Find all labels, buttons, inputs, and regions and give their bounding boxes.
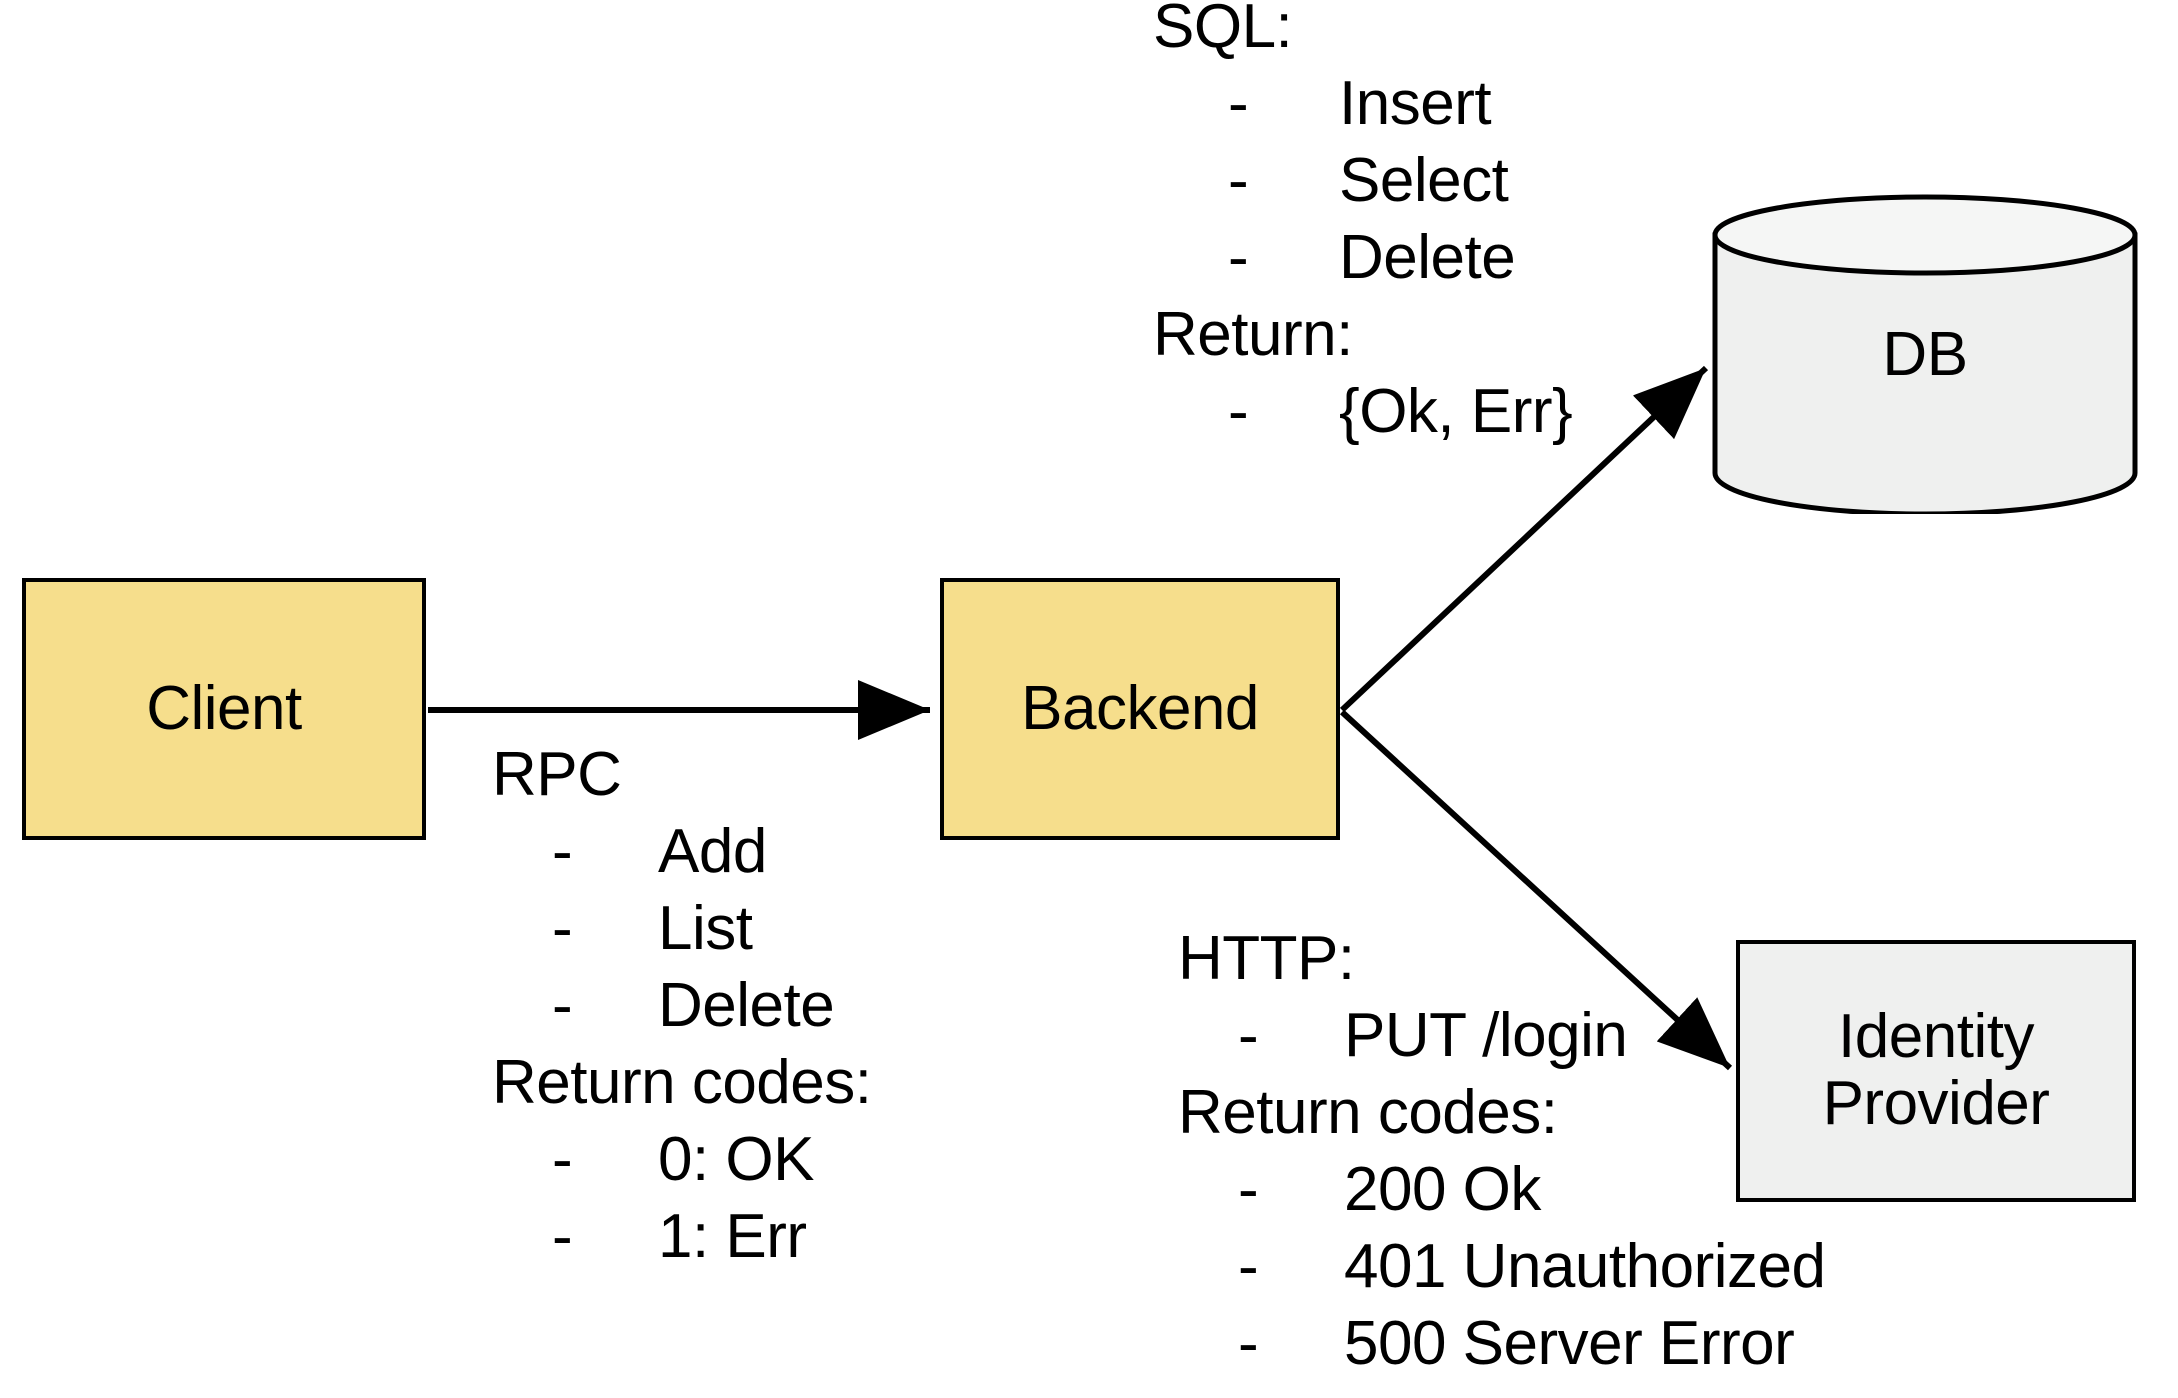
node-identity-provider-label-line1: Identity <box>1838 1002 2034 1072</box>
annotation-sql-return-heading: Return: <box>1153 300 1353 369</box>
bullet-dash-icon: - <box>552 1202 573 1271</box>
node-db-label: DB <box>1882 320 1968 389</box>
annotation-sql-op-insert: - Insert <box>1153 65 1492 142</box>
bullet-dash-icon: - <box>1238 1309 1259 1378</box>
annotation-http-return-1: - 401 Unauthorized <box>1178 1228 1826 1305</box>
annotation-http-return-2-label: 500 Server Error <box>1344 1309 1795 1378</box>
bullet-dash-icon: - <box>552 894 573 963</box>
bullet-dash-icon: - <box>1238 1001 1259 1070</box>
annotation-sql-return-0: - {Ok, Err} <box>1153 373 1573 450</box>
node-identity-provider-label-line2: Provider <box>1822 1069 2050 1138</box>
node-client[interactable]: Client <box>22 578 426 840</box>
bullet-dash-icon: - <box>1228 69 1249 138</box>
annotation-sql-op-delete: - Delete <box>1153 219 1516 296</box>
annotation-rpc-op-list-label: List <box>658 894 753 963</box>
annotation-sql-return-0-label: {Ok, Err} <box>1339 377 1573 446</box>
annotation-http-heading: HTTP: <box>1178 924 1355 993</box>
annotation-rpc: RPC - Add - List - Delete Return codes: … <box>492 736 872 1275</box>
annotation-http-return-heading: Return codes: <box>1178 1078 1558 1147</box>
node-client-label: Client <box>146 673 302 743</box>
annotation-sql-op-select-label: Select <box>1339 146 1509 215</box>
annotation-rpc-op-delete: - Delete <box>492 967 872 1044</box>
annotation-http-return-0-label: 200 Ok <box>1344 1155 1541 1224</box>
database-cylinder-icon <box>1712 194 2138 514</box>
annotation-sql-heading: SQL: <box>1153 0 1293 61</box>
annotation-http-return-1-label: 401 Unauthorized <box>1344 1232 1826 1301</box>
annotation-http: HTTP: - PUT /login Return codes: - 200 O… <box>1178 920 1826 1382</box>
annotation-rpc-return-1: - 1: Err <box>492 1198 872 1275</box>
annotation-sql-op-delete-label: Delete <box>1339 223 1516 292</box>
bullet-dash-icon: - <box>1228 223 1249 292</box>
annotation-sql-op-insert-label: Insert <box>1339 69 1492 138</box>
annotation-rpc-return-0: - 0: OK <box>492 1121 872 1198</box>
annotation-sql: SQL: - Insert - Select - Delete Return: … <box>1153 0 1573 450</box>
annotation-rpc-return-heading: Return codes: <box>492 1048 872 1117</box>
annotation-rpc-op-delete-label: Delete <box>658 971 835 1040</box>
bullet-dash-icon: - <box>1228 377 1249 446</box>
bullet-dash-icon: - <box>552 1125 573 1194</box>
bullet-dash-icon: - <box>1238 1232 1259 1301</box>
annotation-rpc-op-list: - List <box>492 890 872 967</box>
annotation-rpc-op-add-label: Add <box>658 817 767 886</box>
annotation-http-op-put-login-label: PUT /login <box>1344 1001 1628 1070</box>
node-backend-label: Backend <box>1021 673 1259 743</box>
annotation-rpc-return-0-label: 0: OK <box>658 1125 815 1194</box>
annotation-rpc-return-1-label: 1: Err <box>658 1202 807 1271</box>
node-identity-provider[interactable]: Identity Provider <box>1736 940 2136 1202</box>
annotation-sql-op-select: - Select <box>1153 142 1509 219</box>
node-db[interactable]: DB <box>1712 194 2138 514</box>
annotation-rpc-op-add: - Add <box>492 813 872 890</box>
bullet-dash-icon: - <box>1238 1155 1259 1224</box>
bullet-dash-icon: - <box>552 817 573 886</box>
node-backend[interactable]: Backend <box>940 578 1340 840</box>
bullet-dash-icon: - <box>552 971 573 1040</box>
bullet-dash-icon: - <box>1228 146 1249 215</box>
annotation-http-return-2: - 500 Server Error <box>1178 1305 1795 1382</box>
annotation-http-return-0: - 200 Ok <box>1178 1151 1558 1228</box>
annotation-http-op-put-login: - PUT /login <box>1178 997 1628 1074</box>
annotation-rpc-heading: RPC <box>492 740 622 809</box>
